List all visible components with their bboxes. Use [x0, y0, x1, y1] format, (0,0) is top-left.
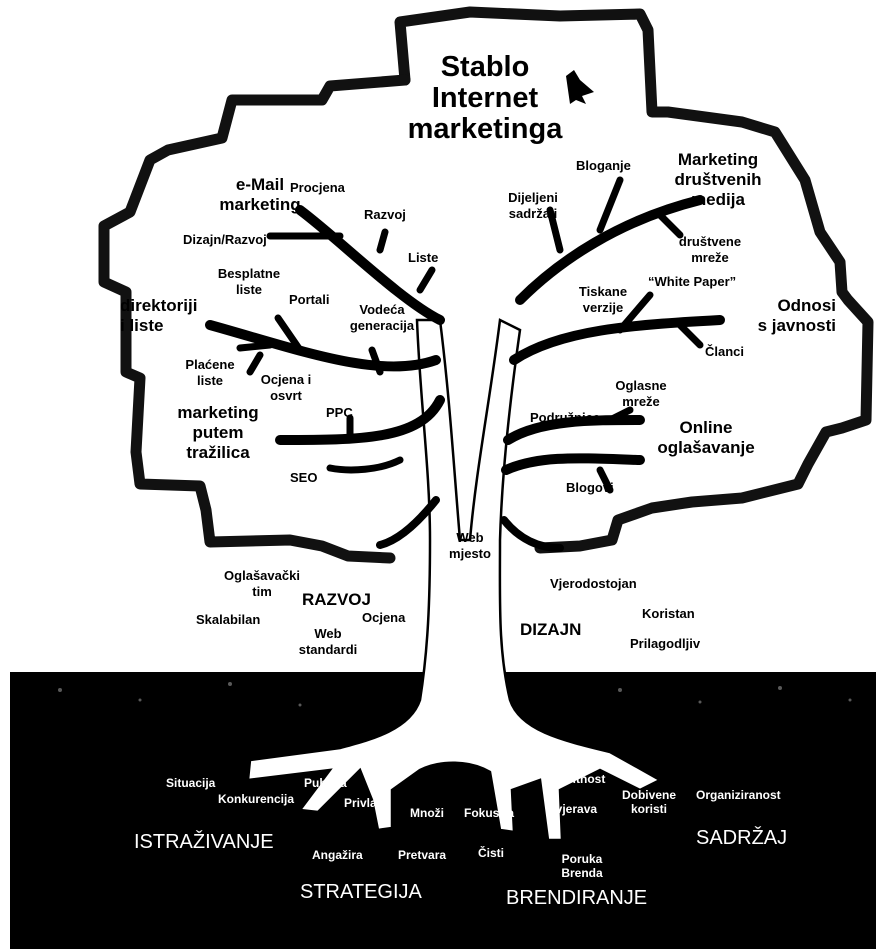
- prilagodljiv-label: Prilagodljiv: [630, 636, 701, 651]
- bitnost-label: Bitnost: [564, 772, 606, 786]
- razvoj-title: RAZVOJ: [302, 590, 371, 609]
- left-branches: [205, 205, 445, 549]
- blogovi-label: Blogovi: [566, 480, 614, 495]
- organiziranost-label: Organiziranost: [696, 788, 781, 802]
- mnozi-label: Množi: [410, 806, 444, 820]
- ocjena-label: Ocjena: [362, 610, 406, 625]
- uvjerava-label: Uvjerava: [547, 802, 598, 816]
- brendiranje-title: BRENDIRANJE: [506, 887, 648, 909]
- pretvara-label: Pretvara: [398, 848, 447, 862]
- bloganje-label: Bloganje: [576, 158, 631, 173]
- liste-label: Liste: [408, 250, 439, 265]
- razvoj-small-label: Razvoj: [364, 207, 406, 222]
- dizajn-title: DIZAJN: [520, 620, 582, 639]
- situacija-label: Situacija: [166, 776, 216, 790]
- clanci-label: Članci: [705, 344, 745, 359]
- konkurencija-label: Konkurencija: [218, 792, 295, 806]
- strategija-title: STRATEGIJA: [300, 881, 422, 903]
- publika-label: Publika: [304, 776, 347, 790]
- koristan-label: Koristan: [642, 606, 695, 621]
- cisti-label: Čisti: [478, 846, 505, 860]
- seo-label: SEO: [290, 470, 318, 485]
- right-branches: [500, 176, 725, 552]
- dizajn-razvoj-label: Dizajn/Razvoj: [183, 232, 267, 247]
- fokusira-label: Fokusira: [464, 806, 515, 820]
- white-paper-label: “White Paper”: [648, 274, 737, 289]
- angazira-label: Angažira: [312, 848, 363, 862]
- tree-trunk: [246, 318, 663, 842]
- sadrzaj-title: SADRŽAJ: [696, 827, 788, 849]
- privlaci-label: Privlači: [344, 796, 387, 810]
- bird: [566, 70, 594, 104]
- ground-speckle: [58, 682, 852, 707]
- skalabilan-label: Skalabilan: [196, 612, 261, 627]
- portali-label: Portali: [289, 292, 330, 307]
- vjerodostojan-label: Vjerodostojan: [550, 576, 637, 591]
- canopy-outline: [394, 6, 874, 554]
- procjena-label: Procjena: [290, 180, 345, 195]
- podruznice-label: Podružnice: [530, 410, 601, 425]
- ppc-label: PPC: [326, 405, 353, 420]
- istrazivanje-title: ISTRAŽIVANJE: [134, 831, 274, 853]
- canopy-outline-left: [98, 74, 411, 564]
